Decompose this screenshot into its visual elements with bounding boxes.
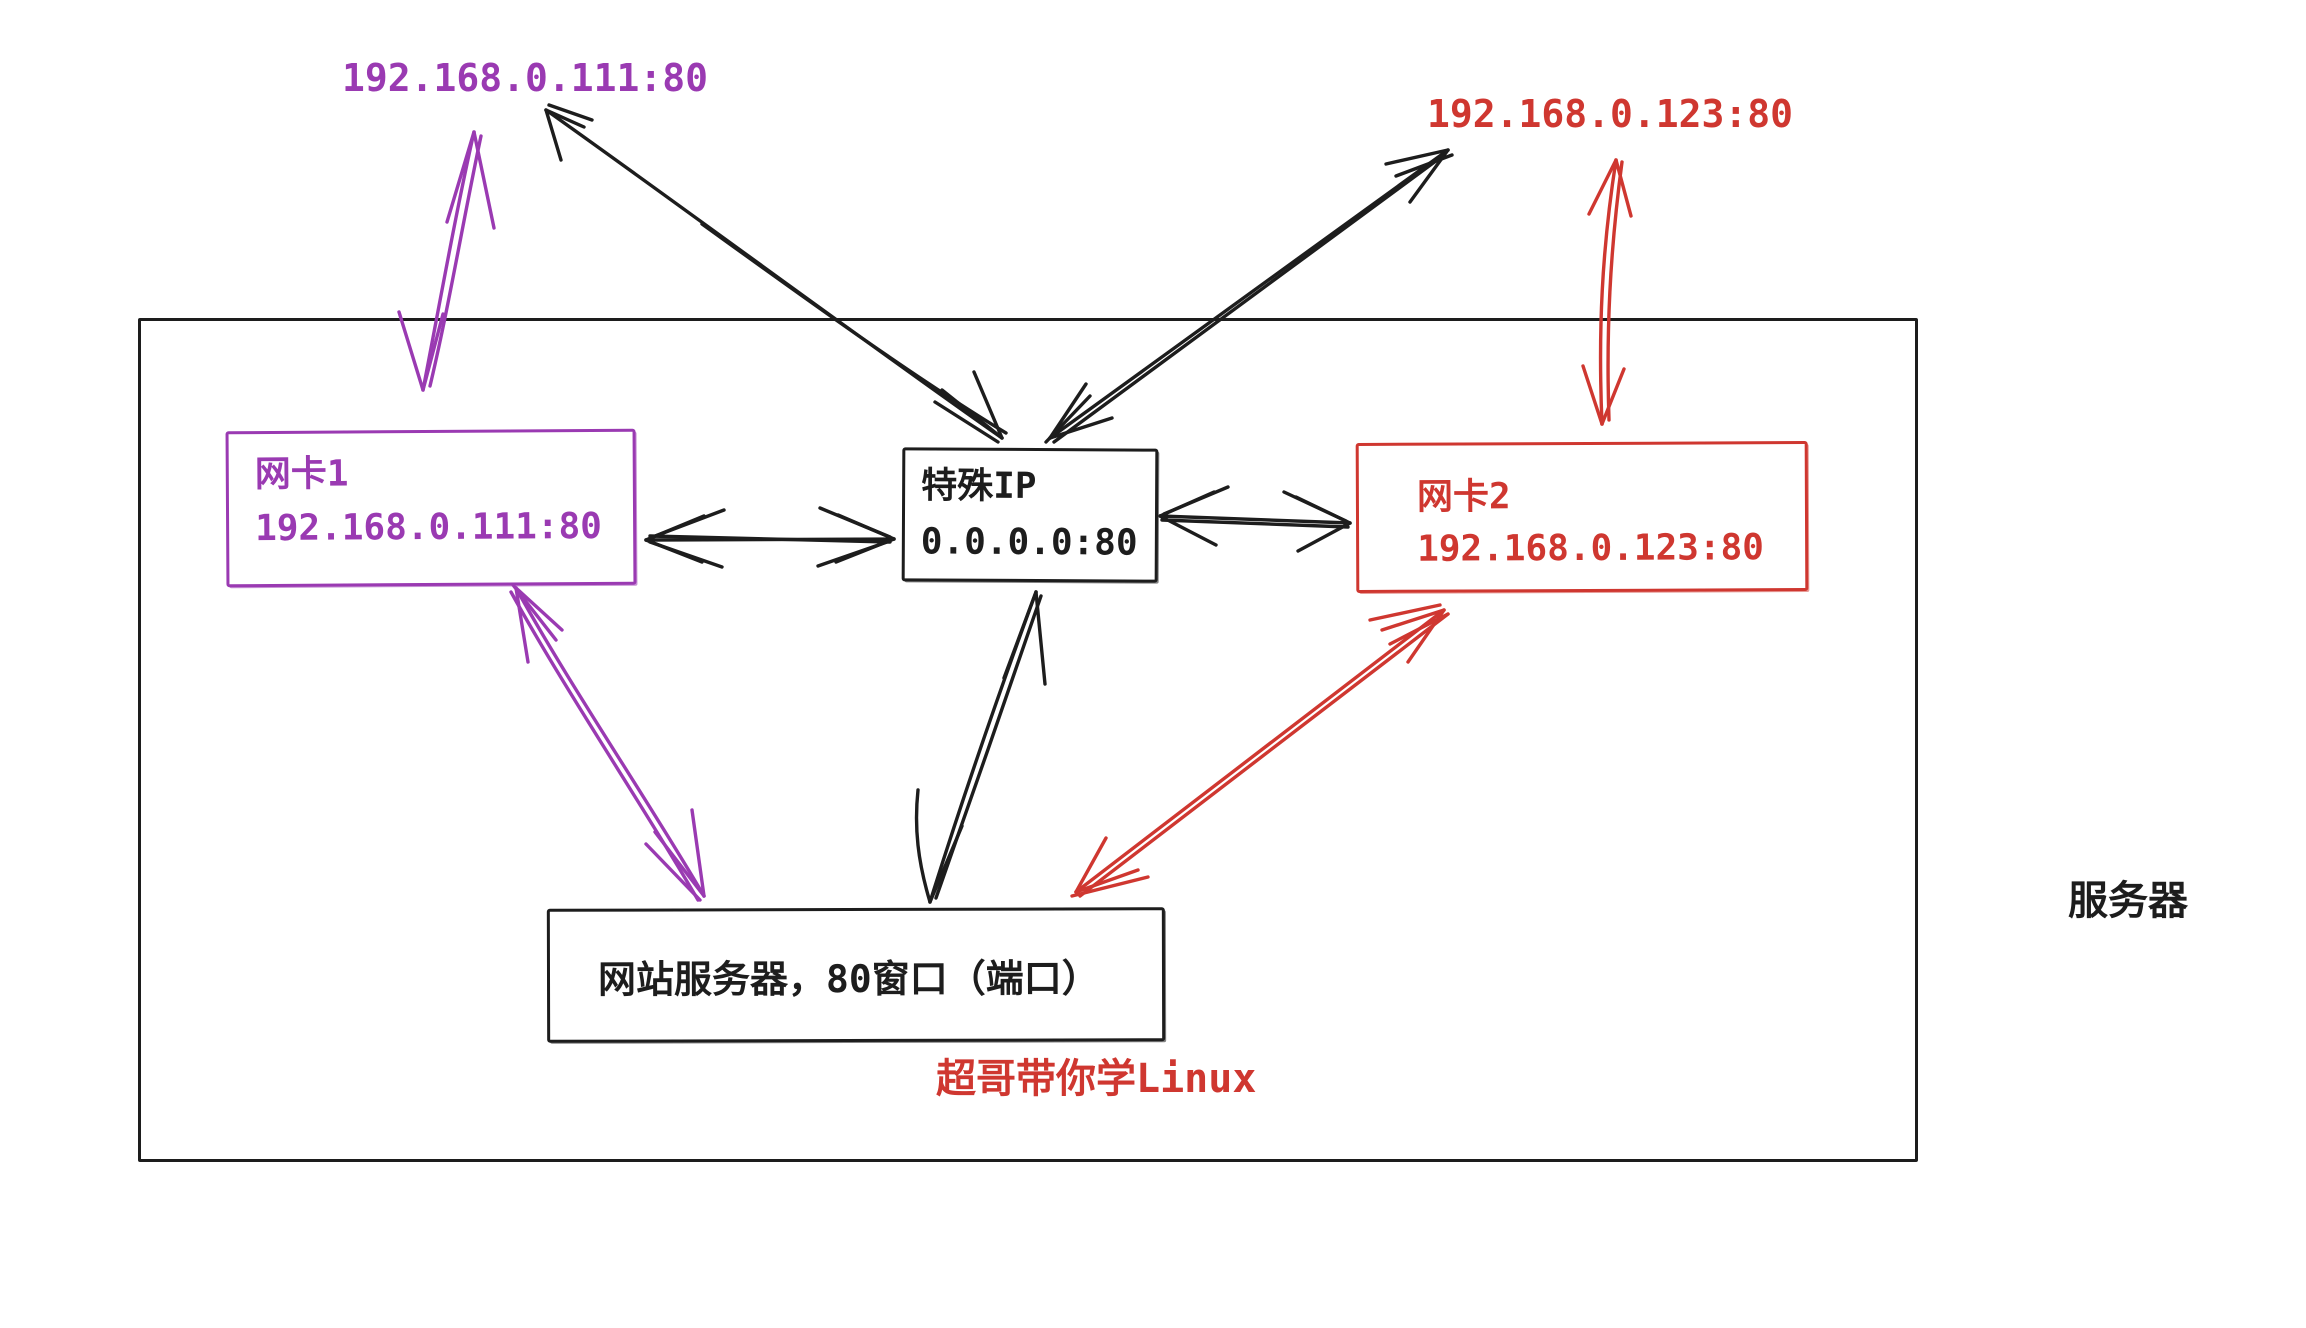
web-server-label: 网站服务器，80窗口（端口） bbox=[597, 955, 1100, 1002]
watermark-text: 超哥带你学Linux bbox=[936, 1056, 1257, 1102]
nic2-address: 192.168.0.123:80 bbox=[1417, 527, 1765, 570]
special-ip-name: 特殊IP bbox=[921, 465, 1037, 508]
special-ip-box: 特殊IP 0.0.0.0:80 bbox=[901, 447, 1159, 583]
server-boundary-box bbox=[138, 318, 1918, 1162]
web-server-box: 网站服务器，80窗口（端口） bbox=[546, 907, 1166, 1043]
nic2-name: 网卡2 bbox=[1416, 476, 1511, 518]
nic2-box: 网卡2 192.168.0.123:80 bbox=[1355, 441, 1809, 593]
external-ip-right-label: 192.168.0.123:80 bbox=[1427, 92, 1794, 136]
server-label: 服务器 bbox=[2068, 878, 2188, 924]
special-ip-address: 0.0.0.0:80 bbox=[920, 521, 1138, 564]
nic1-address: 192.168.0.111:80 bbox=[254, 505, 603, 550]
external-ip-left-label: 192.168.0.111:80 bbox=[342, 56, 709, 100]
nic1-name: 网卡1 bbox=[254, 453, 349, 496]
nic1-box: 网卡1 192.168.0.111:80 bbox=[225, 428, 637, 588]
